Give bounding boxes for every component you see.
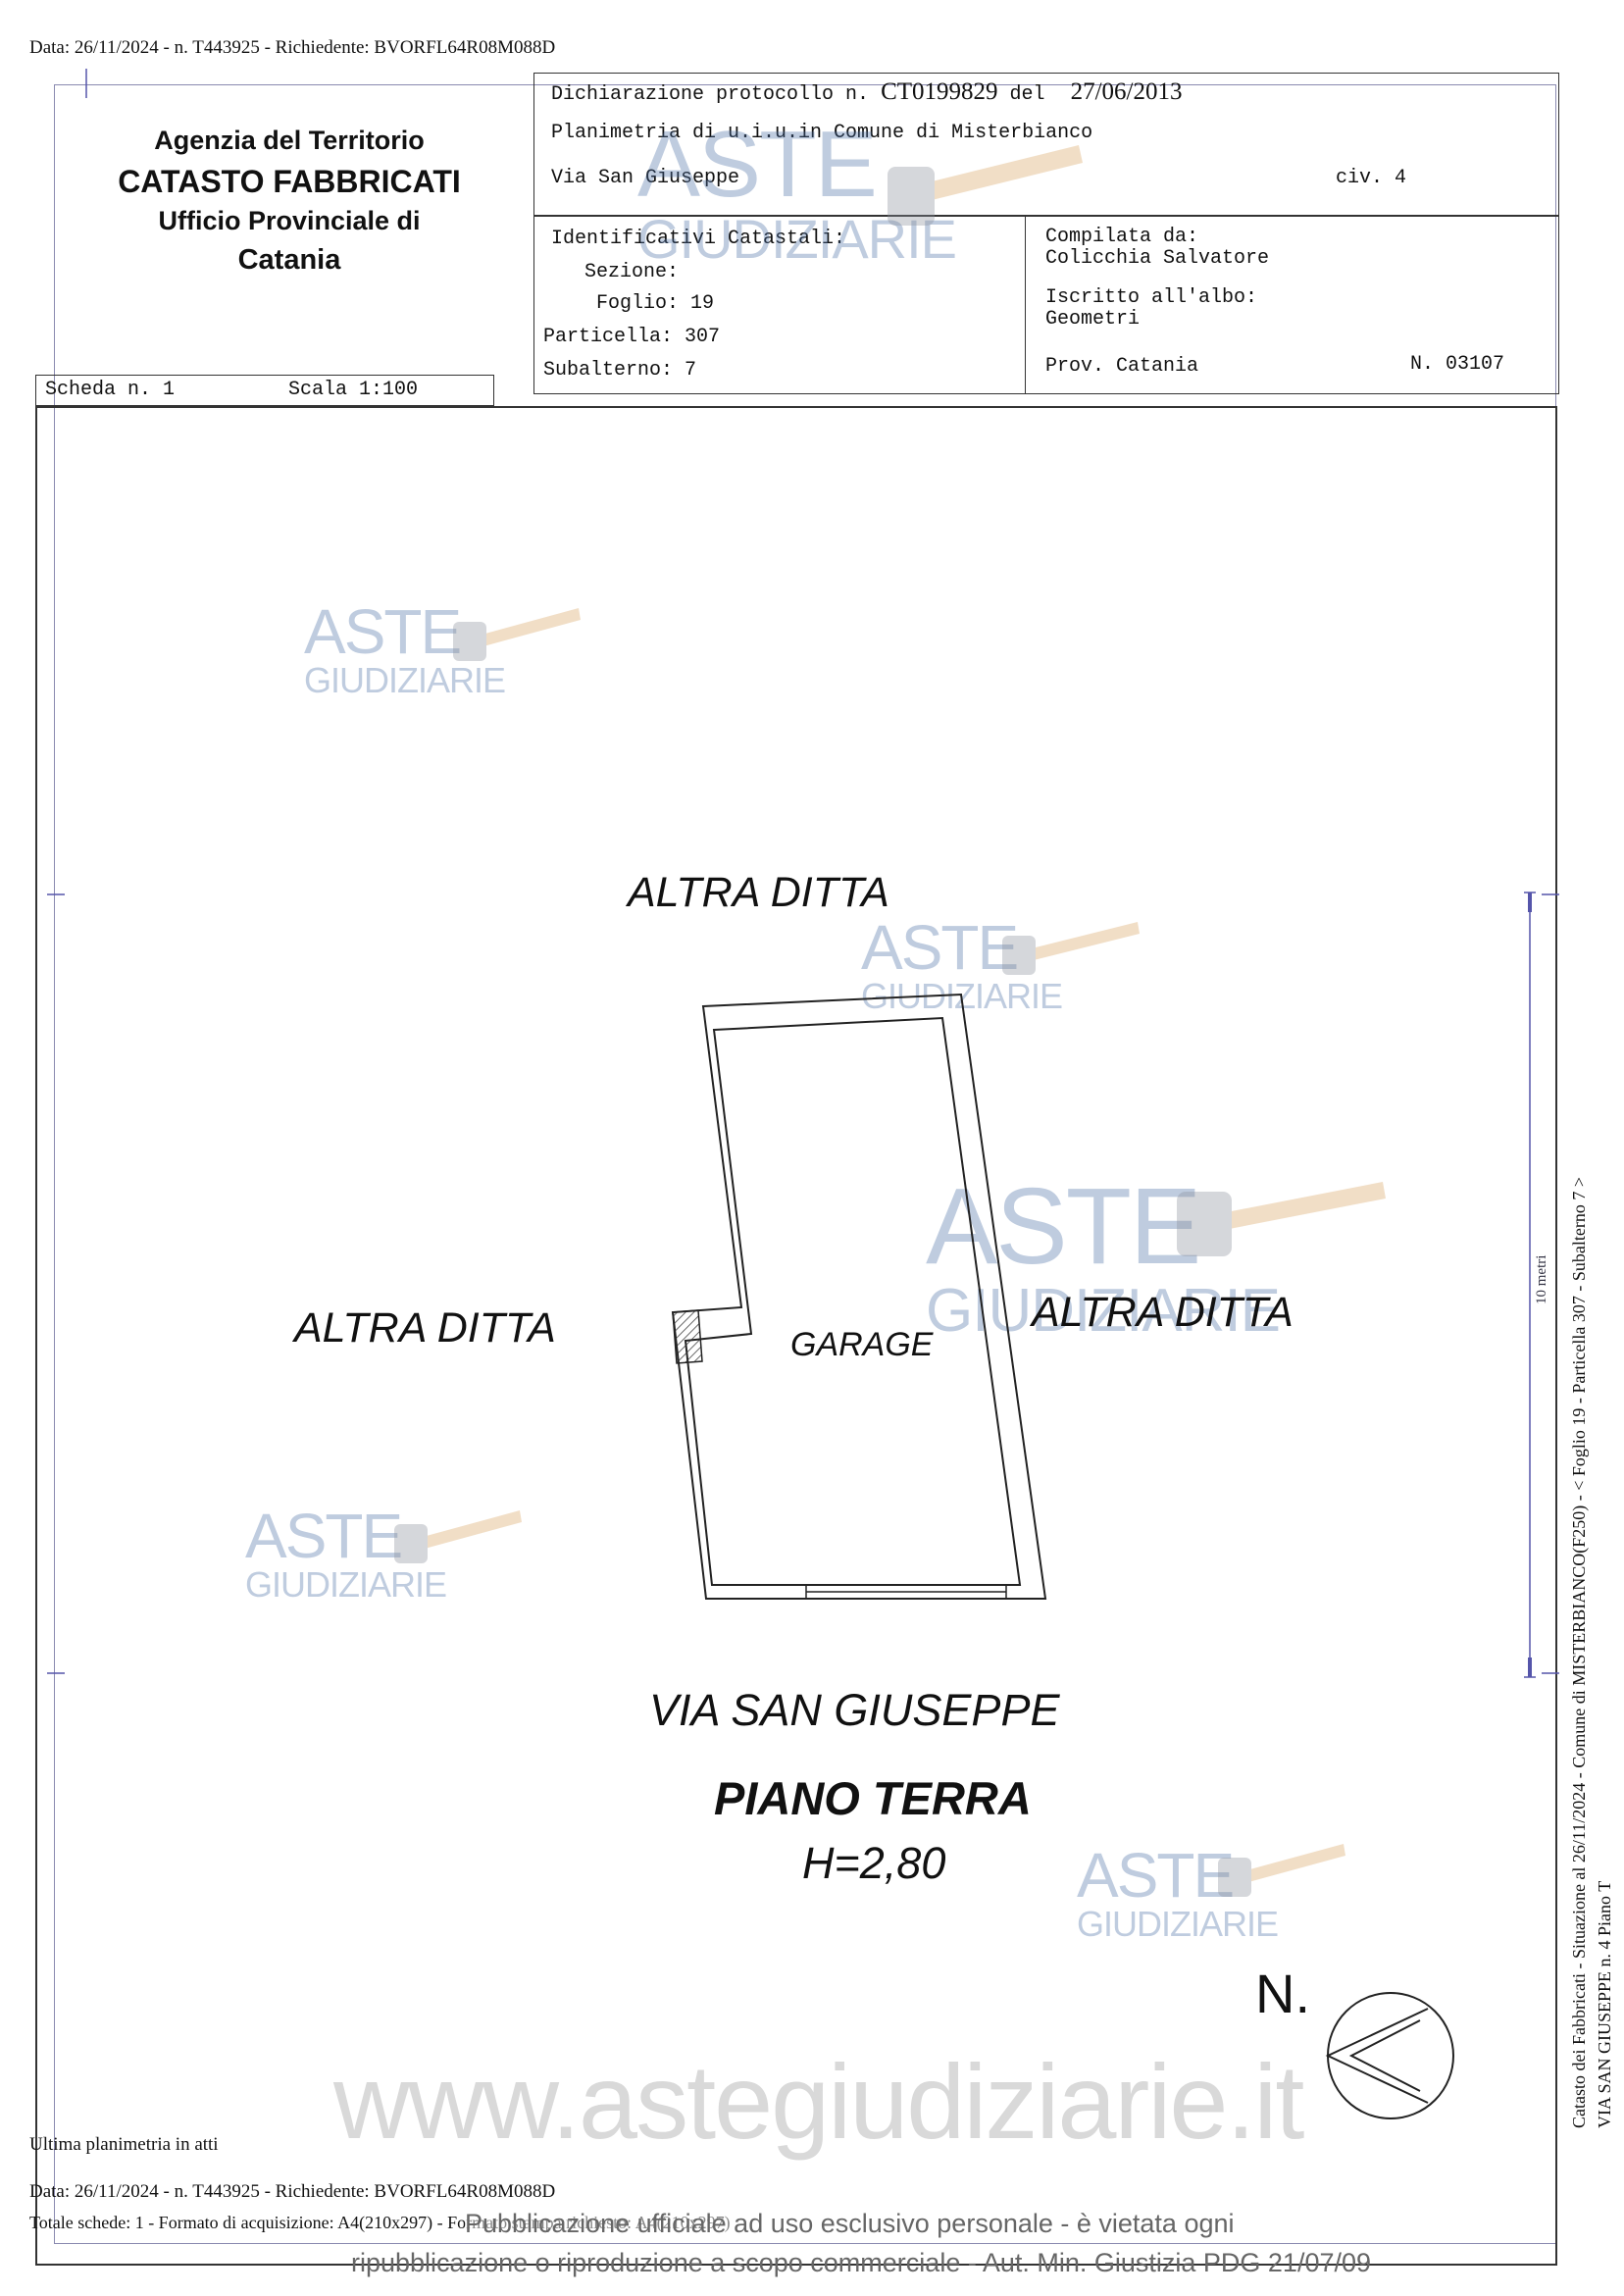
watermark-word-aste: ASTE xyxy=(637,112,878,217)
watermark-word-giudiziarie: GIUDIZIARIE xyxy=(304,660,506,700)
compiler-label: Compilata da: xyxy=(1045,226,1199,248)
compiler-box xyxy=(1025,216,1559,394)
label-altra-ditta-top: ALTRA DITTA xyxy=(628,869,889,916)
particella-value: 307 xyxy=(685,326,721,348)
scheda-label: Scheda n. 1 xyxy=(45,379,176,401)
label-floor: PIANO TERRA xyxy=(714,1772,1032,1824)
watermark-word-aste: ASTE xyxy=(861,912,1019,983)
watermark-word-giudiziarie: GIUDIZIARIE xyxy=(245,1564,447,1605)
watermark-logo-4: ASTE GIUDIZIARIE xyxy=(245,1501,447,1605)
watermark-word-aste: ASTE xyxy=(245,1501,403,1571)
foglio-value: 19 xyxy=(690,292,715,315)
footer-last-plan: Ultima planimetria in atti xyxy=(29,2134,219,2155)
sezione-label: Sezione: xyxy=(584,261,680,283)
subalterno-label: Subalterno: xyxy=(543,359,674,382)
watermark-logo-5: ASTE GIUDIZIARIE xyxy=(1077,1840,1279,1944)
identifiers-title: Identificativi Catastali: xyxy=(551,228,846,250)
scale-label: Scala 1:100 xyxy=(288,379,419,401)
declaration-line: Dichiarazione protocollo n. CT0199829 de… xyxy=(551,78,1182,106)
agency-block: Agenzia del Territorio CATASTO FABBRICAT… xyxy=(59,126,520,277)
watermark-site: www.astegiudiziarie.it xyxy=(333,2042,1304,2161)
footer-notice-line1: Pubblicazione ufficiale ad uso esclusivo… xyxy=(465,2209,1235,2239)
label-room-garage: GARAGE xyxy=(790,1326,934,1363)
declaration-label: Dichiarazione protocollo n. xyxy=(551,83,870,106)
declaration-number: CT0199829 xyxy=(881,78,998,105)
compiler-name: Colicchia Salvatore xyxy=(1045,247,1270,270)
label-street: VIA SAN GIUSEPPE xyxy=(649,1685,1060,1735)
compiler-number: N. 03107 xyxy=(1410,353,1505,376)
watermark-logo-1: ASTE GIUDIZIARIE xyxy=(304,596,506,700)
side-situation-line: Catasto dei Fabbricati - Situazione al 2… xyxy=(1569,1176,1589,2128)
watermark-logo-6: ASTE GIUDIZIARIE xyxy=(637,112,957,270)
garage-inner-wall xyxy=(684,1016,1022,1586)
label-altra-ditta-right: ALTRA DITTA xyxy=(1032,1289,1294,1336)
garage-door xyxy=(805,1585,1007,1599)
watermark-logo-3: ASTE GIUDIZIARIE xyxy=(926,1173,1281,1342)
side-address-line: VIA SAN GIUSEPPE n. 4 Piano T xyxy=(1595,1880,1614,2128)
declaration-date: 27/06/2013 xyxy=(1070,78,1183,105)
watermark-word-giudiziarie: GIUDIZIARIE xyxy=(637,208,957,270)
watermark-word-giudiziarie: GIUDIZIARIE xyxy=(1077,1904,1279,1944)
header-request-line: Data: 26/11/2024 - n. T443925 - Richiede… xyxy=(29,37,556,58)
albo-value: Geometri xyxy=(1045,308,1141,331)
label-altra-ditta-left: ALTRA DITTA xyxy=(294,1304,556,1352)
foglio-label: Foglio: xyxy=(596,292,680,315)
scheda-box xyxy=(35,375,494,406)
garage-outer-wall xyxy=(671,993,1047,1600)
compiler-province: Prov. Catania xyxy=(1045,355,1199,378)
subalterno-row: Subalterno: 7 xyxy=(543,359,696,382)
catasto-title: CATASTO FABBRICATI xyxy=(118,164,461,199)
particella-label: Particella: xyxy=(543,326,674,348)
pillar xyxy=(672,1309,703,1364)
subalterno-value: 7 xyxy=(685,359,697,382)
office-city: Catania xyxy=(237,244,341,276)
footer-notice-line2: ripubblicazione o riproduzione a scopo c… xyxy=(351,2248,1372,2277)
particella-row: Particella: 307 xyxy=(543,326,720,348)
declaration-del: del xyxy=(1009,83,1045,106)
planimetria-line: Planimetria di u.i.u.in Comune di Mister… xyxy=(551,122,1093,144)
watermark-word-aste: ASTE xyxy=(1077,1840,1235,1911)
foglio-row: Foglio: 19 xyxy=(596,292,714,315)
watermark-word-aste: ASTE xyxy=(304,596,462,667)
north-label: N. xyxy=(1255,1963,1310,2024)
civ-number: civ. 4 xyxy=(1336,167,1407,189)
address-line: Via San Giuseppe xyxy=(551,167,740,189)
label-height: H=2,80 xyxy=(802,1838,946,1888)
albo-label: Iscritto all'albo: xyxy=(1045,286,1258,309)
footer-request-line: Data: 26/11/2024 - n. T443925 - Richiede… xyxy=(29,2181,556,2202)
office-label: Ufficio Provinciale di xyxy=(158,206,421,235)
agency-name: Agenzia del Territorio xyxy=(154,126,425,155)
drawing-frame xyxy=(35,406,1557,2266)
north-arrow-icon xyxy=(1325,1992,1454,2119)
declaration-box xyxy=(533,73,1559,216)
